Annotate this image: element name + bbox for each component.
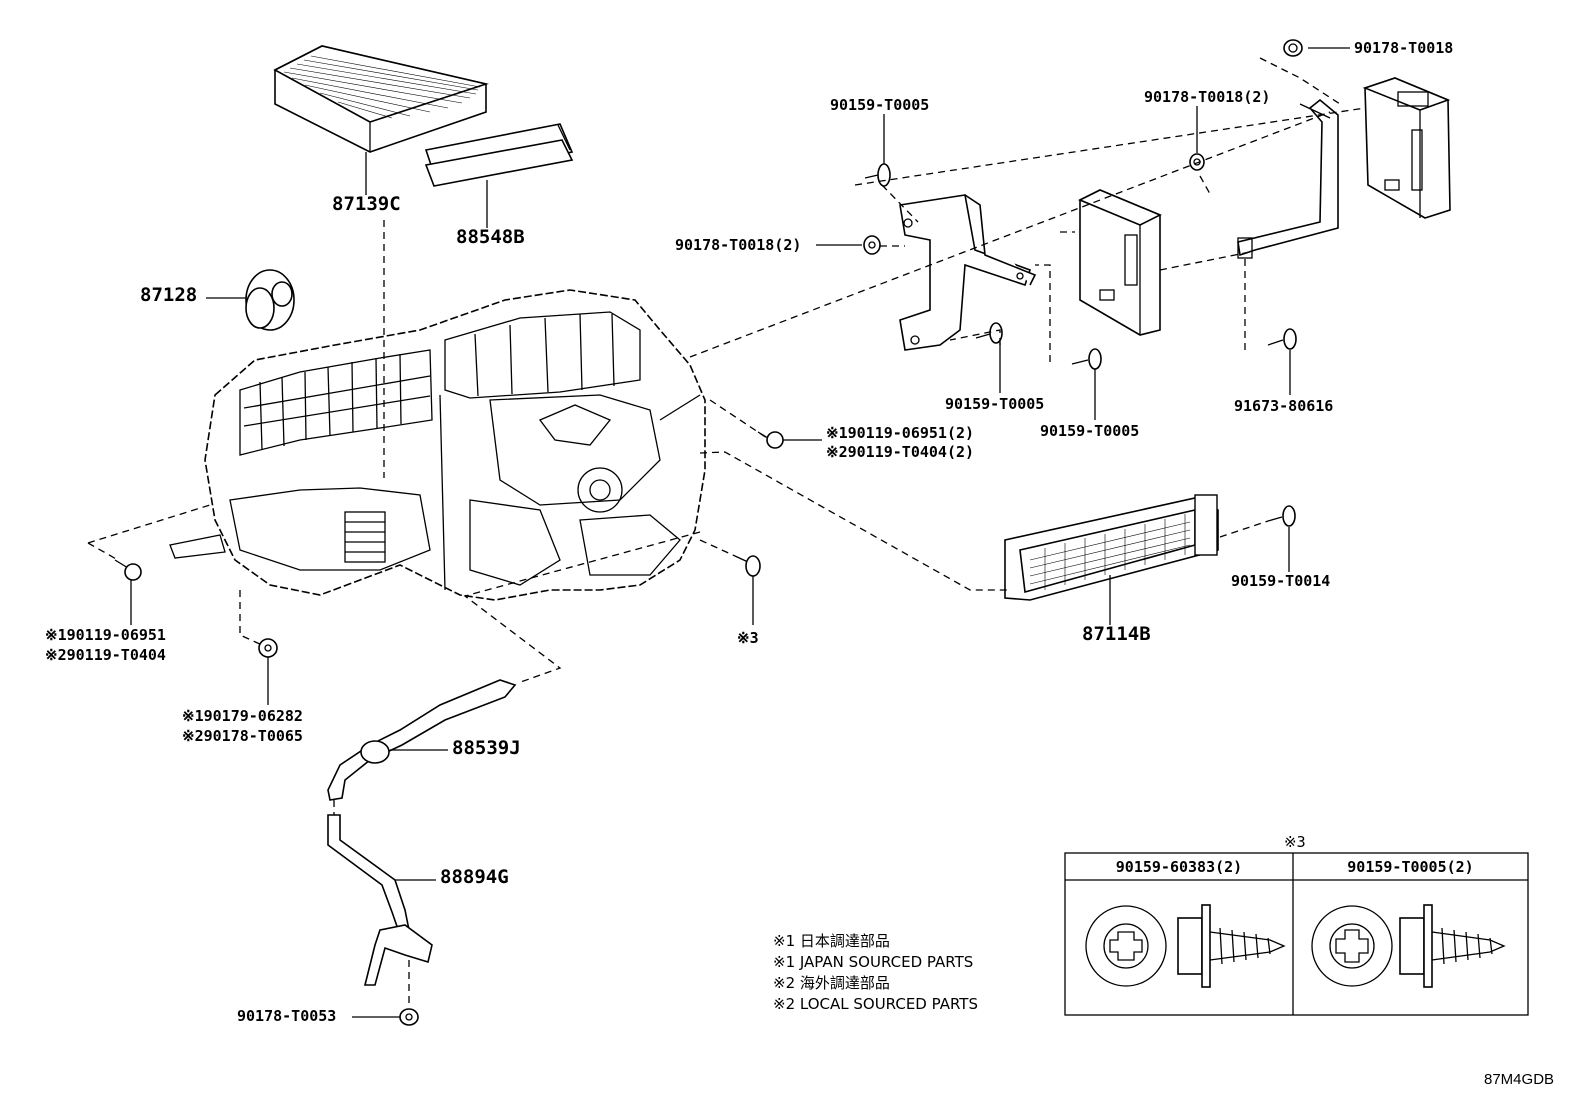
label-88539J: 88539J bbox=[452, 737, 521, 759]
blower-controller bbox=[1362, 77, 1451, 219]
label-88548B: 88548B bbox=[456, 226, 525, 248]
ecu-bracket bbox=[899, 194, 1037, 351]
fasteners bbox=[114, 39, 1303, 1026]
label-90178-T0053: 90178-T0053 bbox=[237, 1007, 337, 1025]
table-header-col2: 90159-T0005(2) bbox=[1347, 858, 1474, 876]
label-s1-90119-06951-2: ※190119-06951(2) bbox=[826, 424, 975, 442]
label-s2-90178-T0065: ※290178-T0065 bbox=[182, 727, 303, 745]
hvac-unit bbox=[169, 289, 706, 601]
filter-cover bbox=[424, 123, 574, 187]
label-87114B: 87114B bbox=[1082, 623, 1151, 645]
assembly-lines bbox=[87, 57, 1366, 1008]
table-header-col1: 90159-60383(2) bbox=[1115, 858, 1243, 876]
label-90159-T0014: 90159-T0014 bbox=[1231, 572, 1331, 590]
cabin-air-filter bbox=[273, 45, 489, 153]
label-90159-T0005-a: 90159-T0005 bbox=[830, 96, 930, 114]
note-line-4: ※2 LOCAL SOURCED PARTS bbox=[773, 995, 978, 1013]
grommet bbox=[245, 269, 295, 331]
label-90159-T0005-c: 90159-T0005 bbox=[1040, 422, 1140, 440]
label-88894G: 88894G bbox=[440, 866, 509, 888]
label-90178-T0018-2-left: 90178-T0018(2) bbox=[675, 236, 802, 254]
label-87139C: 87139C bbox=[332, 193, 401, 215]
drain-hose-88894G bbox=[327, 814, 433, 986]
figure-id: 87M4GDB bbox=[1484, 1071, 1555, 1088]
label-s2-90119-T0404: ※290119-T0404 bbox=[45, 646, 166, 664]
fastener-table bbox=[1064, 852, 1529, 1016]
label-s2-90119-T0404-2: ※290119-T0404(2) bbox=[826, 443, 975, 461]
support-bracket bbox=[1237, 98, 1339, 259]
table-marker: ※3 bbox=[1284, 833, 1306, 851]
label-90159-T0005-b: 90159-T0005 bbox=[945, 395, 1045, 413]
label-87128: 87128 bbox=[140, 284, 198, 306]
control-module bbox=[1078, 189, 1162, 336]
heater-core bbox=[1004, 494, 1219, 601]
note-line-3: ※2 海外調達部品 bbox=[773, 974, 890, 992]
drain-hose-88539J bbox=[327, 679, 517, 801]
label-s3: ※3 bbox=[737, 629, 759, 647]
note-line-2: ※1 JAPAN SOURCED PARTS bbox=[773, 953, 974, 971]
label-91673-80616: 91673-80616 bbox=[1234, 397, 1334, 415]
leader-lines bbox=[130, 47, 1350, 1018]
label-90178-T0018-2-right: 90178-T0018(2) bbox=[1144, 88, 1271, 106]
label-s1-90119-06951: ※190119-06951 bbox=[45, 626, 166, 644]
label-90178-T0018-top: 90178-T0018 bbox=[1354, 39, 1454, 57]
note-line-1: ※1 日本調達部品 bbox=[773, 932, 890, 950]
label-s1-90179-06282: ※190179-06282 bbox=[182, 707, 303, 725]
